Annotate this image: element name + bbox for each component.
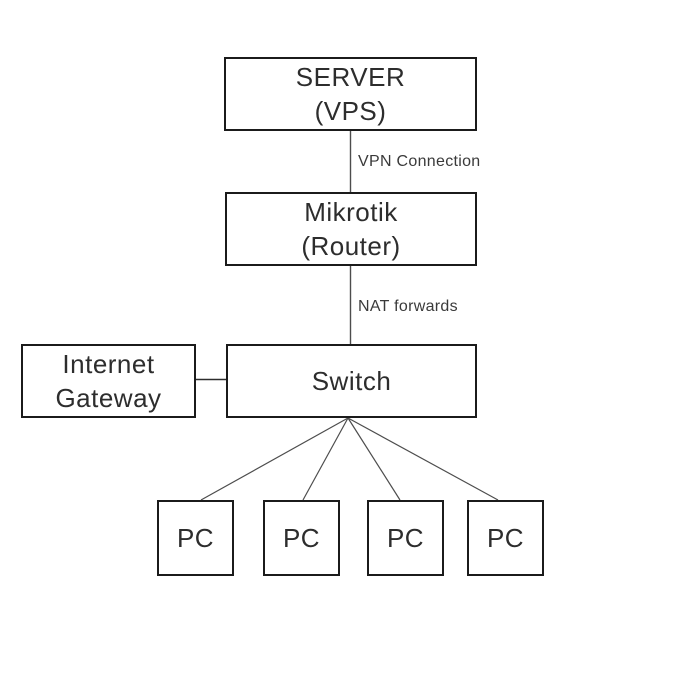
gateway-label-line1: Internet (62, 349, 155, 379)
node-pc-4: PC (467, 500, 544, 576)
edge-switch-pc2 (302, 417, 349, 501)
edge-switch-pc1 (200, 417, 349, 501)
edge-switch-pc4 (347, 417, 499, 501)
edge-label-nat-forwards: NAT forwards (358, 298, 458, 315)
node-mikrotik-router: Mikrotik (Router) (225, 192, 477, 266)
node-internet-gateway: Internet Gateway (21, 344, 196, 418)
pc2-label: PC (282, 523, 321, 553)
router-label-line2: (Router) (301, 231, 401, 261)
pc4-label: PC (486, 523, 525, 553)
gateway-label-line2: Gateway (55, 383, 162, 413)
node-pc-3: PC (367, 500, 444, 576)
server-label-line1: SERVER (295, 62, 406, 92)
router-label-line1: Mikrotik (304, 197, 398, 227)
node-server-vps: SERVER (VPS) (224, 57, 477, 131)
node-switch: Switch (226, 344, 477, 418)
pc1-label: PC (176, 523, 215, 553)
node-pc-2: PC (263, 500, 340, 576)
edge-switch-pc3 (347, 417, 401, 501)
pc3-label: PC (386, 523, 425, 553)
switch-label: Switch (311, 366, 392, 396)
server-label-line2: (VPS) (314, 96, 387, 126)
edge-label-vpn-connection: VPN Connection (358, 153, 481, 170)
node-pc-1: PC (157, 500, 234, 576)
